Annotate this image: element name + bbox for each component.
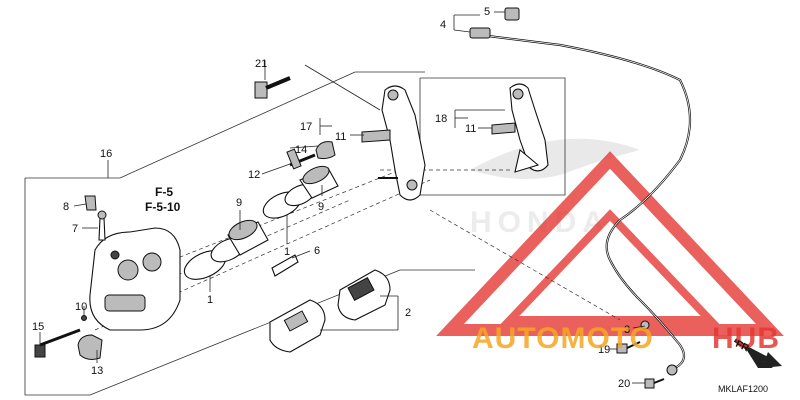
sensor-bolt [616, 341, 641, 354]
callout-13: 13 [91, 365, 103, 377]
callout-4: 4 [440, 19, 446, 31]
clamp-bolt [644, 378, 665, 389]
callout-7: 7 [72, 223, 78, 235]
caliper-bracket-alt [509, 83, 549, 173]
callout-5: 5 [484, 6, 490, 18]
callout-2: 2 [405, 307, 411, 319]
callout-9-b: 9 [318, 201, 324, 213]
pad-retainer-11b [491, 122, 516, 135]
speed-sensor-wire [469, 7, 692, 376]
callout-8: 8 [63, 201, 69, 213]
watermark-text: AUTOMOTO HUB [472, 322, 780, 355]
slide-pin [286, 148, 316, 170]
callout-1-a: 1 [207, 294, 213, 306]
callout-20: 20 [618, 378, 630, 390]
slide-pin-boot [315, 141, 336, 160]
callout-17: 17 [300, 121, 312, 133]
mounting-bolt [254, 76, 291, 99]
pin-bolt [34, 328, 81, 358]
callout-3: 3 [624, 324, 630, 336]
pad-spring [271, 254, 299, 277]
callout-10: 10 [75, 301, 87, 313]
brand-background-logo: HONDA [470, 138, 640, 239]
callout-6: 6 [314, 245, 320, 257]
pin-boot [77, 334, 103, 360]
caliper-bracket [378, 85, 426, 201]
reference-f5: F-5 [155, 185, 173, 199]
callout-14: 14 [295, 144, 307, 156]
reference-labels: F-5 F-5-10 [145, 185, 181, 214]
callout-16: 16 [100, 148, 112, 160]
callout-9-a: 9 [236, 197, 242, 209]
callout-15: 15 [32, 321, 44, 333]
leader-lines [39, 11, 646, 384]
callout-labels: 21 17 11 18 11 14 12 16 8 7 9 9 1 1 6 2 … [32, 6, 630, 390]
callout-19: 19 [598, 344, 610, 356]
brake-pad-inner [337, 269, 391, 321]
watermark-text-red: HUB [712, 322, 780, 355]
bleed-cap [84, 195, 97, 211]
callout-11-b: 11 [465, 123, 476, 135]
callout-21: 21 [255, 58, 267, 70]
caliper-body [89, 227, 181, 331]
brake-pad-outer [269, 299, 326, 353]
front-direction-arrow-icon [733, 338, 782, 368]
watermark-triangle-icon [436, 151, 784, 336]
watermark-text-orange: AUTOMOTO [472, 322, 654, 355]
bleed-screw [97, 210, 107, 241]
callout-11-a: 11 [335, 131, 346, 143]
callout-12: 12 [248, 169, 260, 181]
pad-retainer-11a [361, 129, 391, 143]
callout-18: 18 [435, 113, 447, 125]
reference-f5-10: F-5-10 [145, 200, 181, 214]
piston-upper [299, 165, 339, 199]
pin-o-ring [81, 315, 87, 321]
callout-1-b: 1 [284, 246, 290, 258]
piston-lower [227, 219, 269, 256]
diagram-code: MKLAF1200 [718, 384, 768, 394]
